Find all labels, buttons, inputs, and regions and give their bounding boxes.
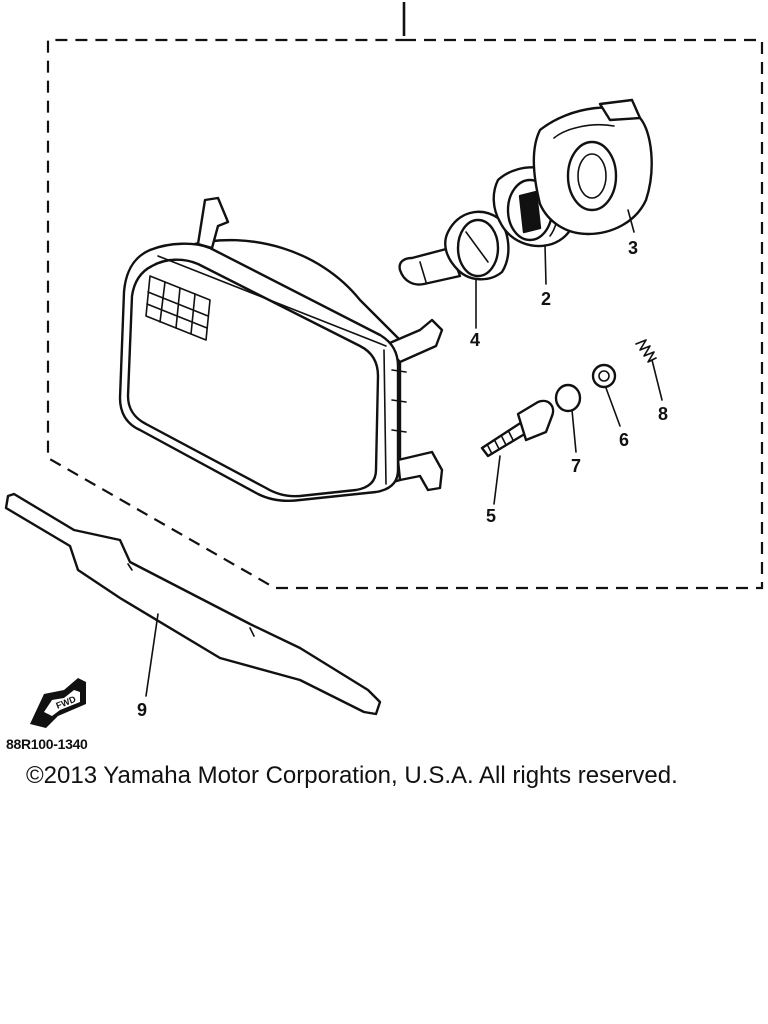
callout-7: 7 [571, 456, 581, 476]
nut [591, 363, 617, 389]
bracket-stay [4, 492, 382, 716]
callout-4: 4 [470, 330, 480, 350]
rubber-cover [532, 98, 653, 236]
copyright-notice: ©2013 Yamaha Motor Corporation, U.S.A. A… [26, 762, 678, 789]
cap [554, 383, 582, 413]
assembly-boundary [46, 2, 764, 590]
callout-8: 8 [658, 404, 668, 424]
spring [635, 339, 657, 363]
callout-2: 2 [541, 289, 551, 309]
callout-3: 3 [628, 238, 638, 258]
bulb [398, 210, 510, 286]
adjusting-screw [480, 399, 555, 458]
parts-diagram: FWD 2 3 4 5 6 7 8 9 [4, 2, 764, 728]
front-arrow-icon: FWD [30, 678, 86, 728]
callout-9: 9 [137, 700, 147, 720]
callout-6: 6 [619, 430, 629, 450]
leader-lines [145, 209, 663, 697]
headlight-housing [118, 196, 444, 502]
callout-5: 5 [486, 506, 496, 526]
part-code: 88R100-1340 [6, 736, 88, 752]
